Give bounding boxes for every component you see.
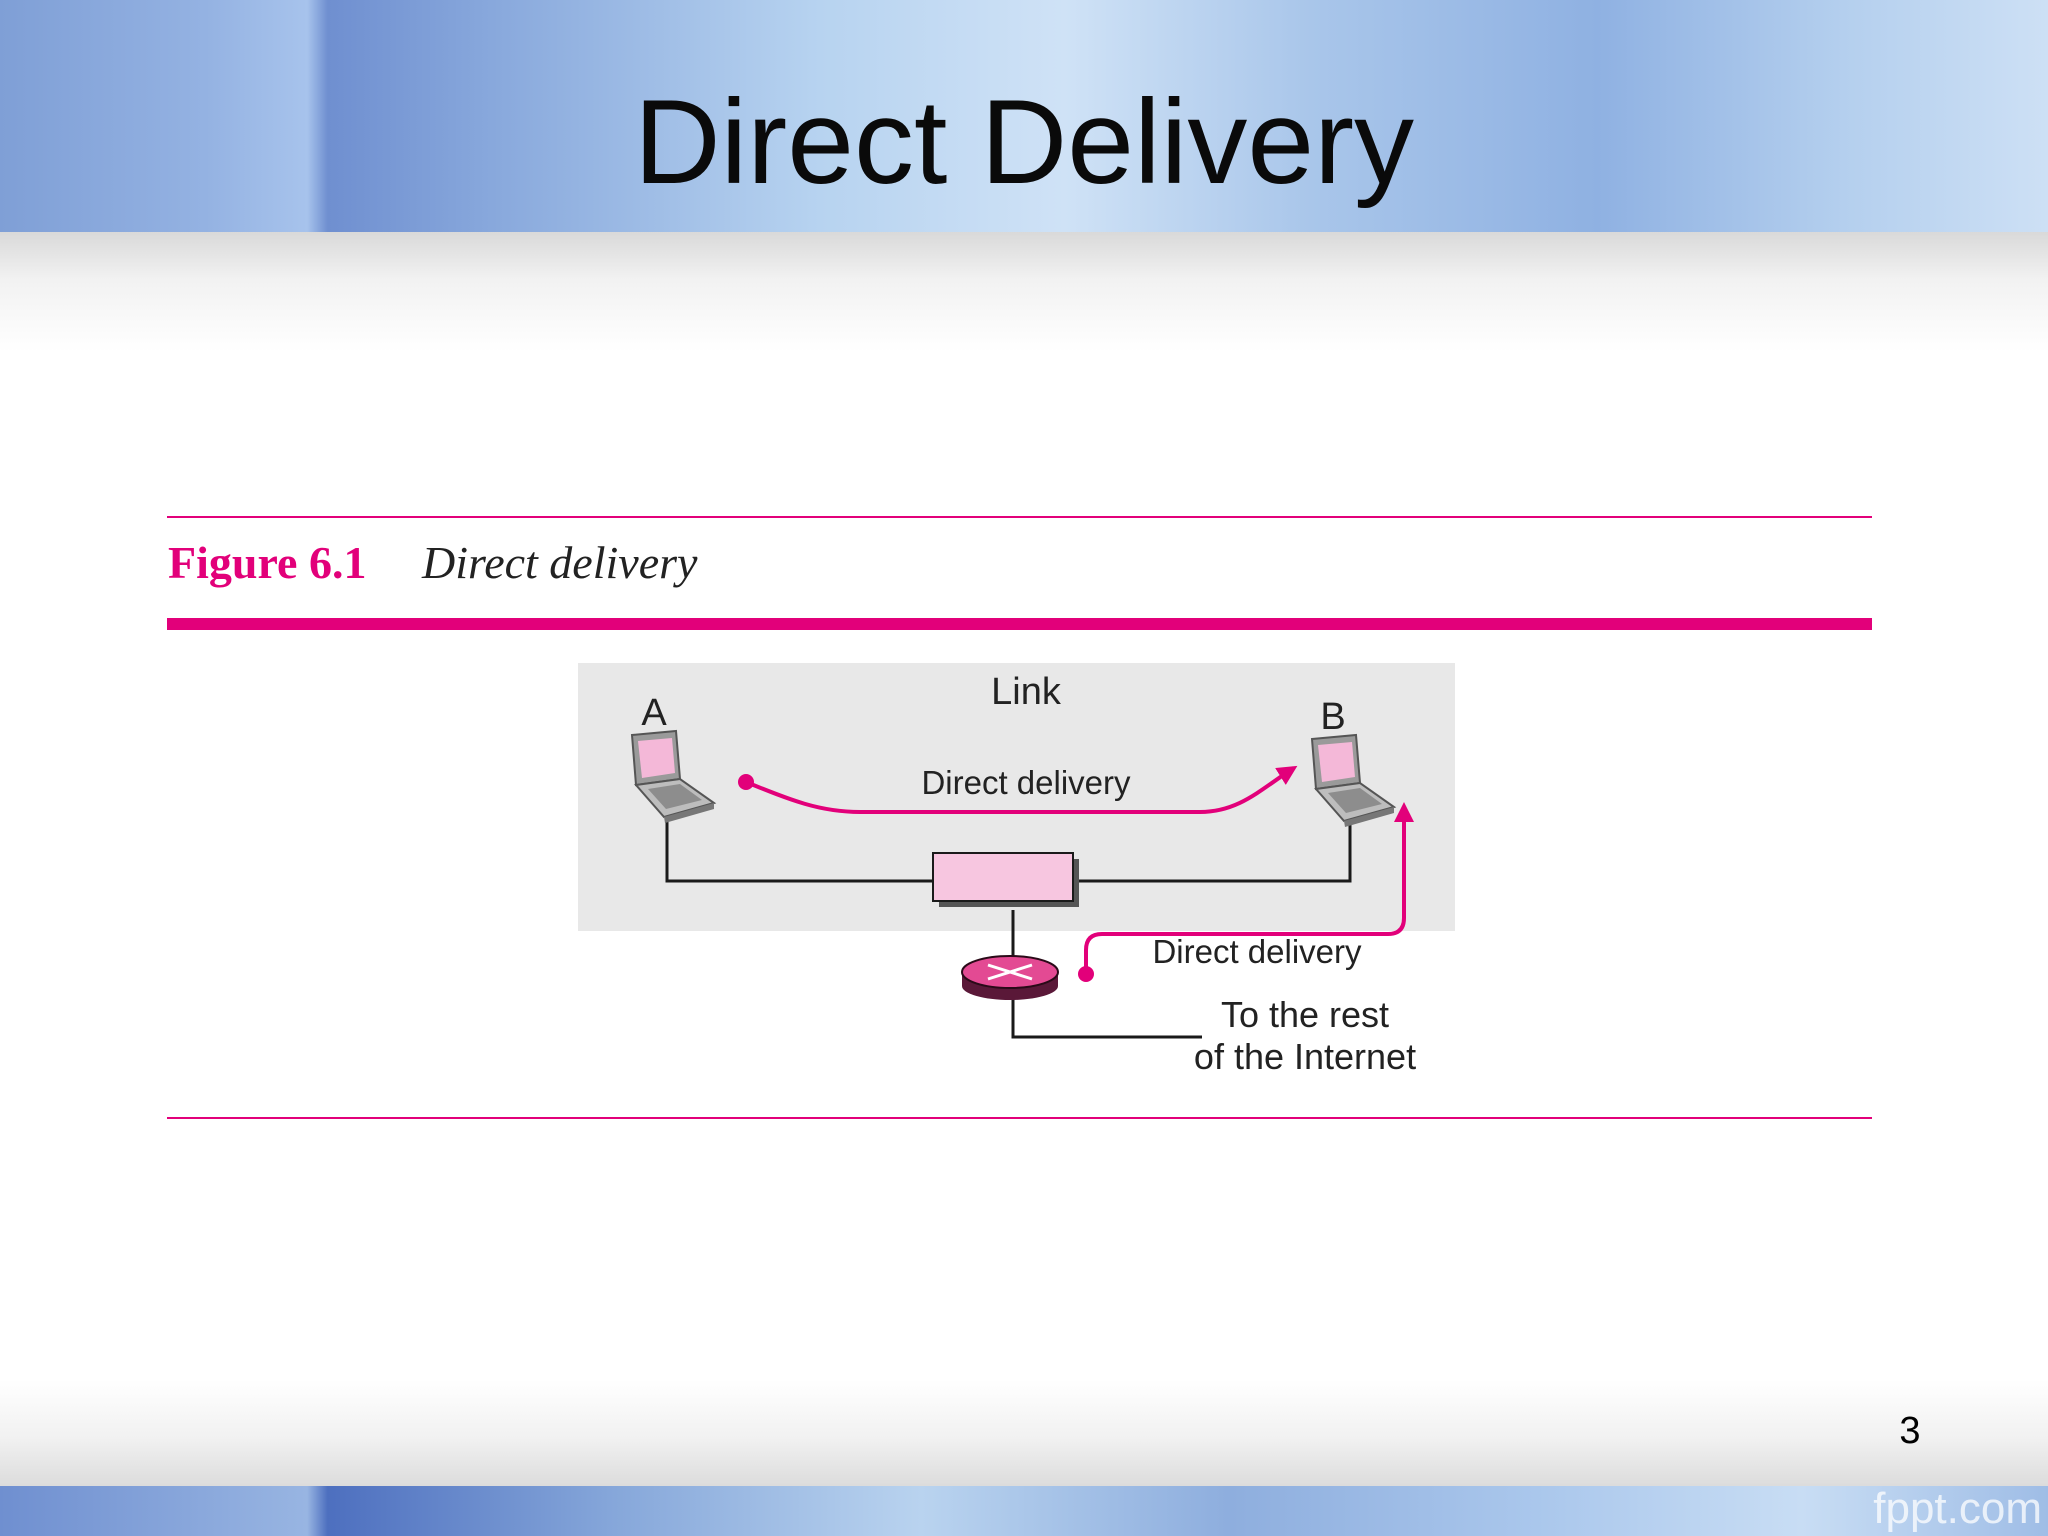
host-a-label: A (641, 692, 667, 734)
watermark: fppt.com (1873, 1484, 2042, 1533)
link-label: Link (991, 671, 1062, 713)
figure-label: Figure 6.1 (168, 537, 367, 588)
direct-delivery-path-router-b (1078, 802, 1414, 982)
link-wiring (665, 820, 1352, 1039)
host-b-label: B (1320, 696, 1345, 738)
internet-label-line1: To the rest (1221, 994, 1389, 1035)
footer-background (0, 1486, 2048, 1536)
footer-shadow (0, 1380, 2048, 1486)
slide-number: 3 (1899, 1410, 1921, 1452)
figure-header-rule (167, 618, 1872, 630)
router-icon (961, 955, 1059, 1000)
figure-top-rule (167, 516, 1872, 518)
path-a-b-label: Direct delivery (921, 764, 1131, 801)
header-shadow (0, 232, 2048, 352)
path-router-b-label: Direct delivery (1152, 933, 1362, 970)
figure-bottom-rule (167, 1117, 1872, 1119)
internet-label-line2: of the Internet (1194, 1036, 1416, 1077)
figure-caption: Direct delivery (422, 537, 698, 588)
header-background (0, 0, 2048, 232)
laptop-a-icon (630, 729, 717, 823)
link-switch (932, 852, 1079, 907)
slide-title: Direct Delivery (633, 75, 1415, 209)
direct-delivery-path-a-b (738, 765, 1298, 814)
